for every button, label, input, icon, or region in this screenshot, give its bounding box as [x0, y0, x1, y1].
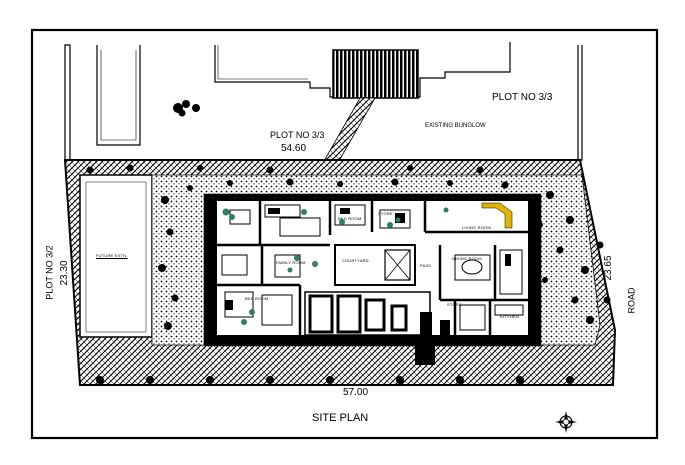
dimension-top: 54.60: [281, 143, 307, 154]
side-plot: [79, 174, 153, 338]
room-label-bed-2: BED ROOM: [245, 296, 269, 301]
plot-label-left: PLOT NO 3/2: [44, 245, 55, 300]
house-plan: [203, 193, 542, 365]
room-label-living: LIVING ROOM: [462, 225, 491, 230]
garden-trees: [86, 164, 611, 384]
stair-block: [332, 49, 419, 99]
tree-cluster: [173, 100, 200, 117]
room-label-kitchen: KITCHEN: [500, 314, 519, 319]
room-label-store: STORE: [447, 302, 462, 307]
room-label-bed-1: BED ROOM: [338, 216, 362, 221]
room-label-side: FUTURE EXTN.: [96, 253, 128, 258]
plot-label-top-left: PLOT NO 3/3: [270, 130, 325, 140]
existing-bunglow-label: EXISTING BUNGLOW: [425, 123, 486, 129]
plot-label-top-right: PLOT NO 3/3: [492, 92, 553, 103]
road-label: ROAD: [626, 287, 637, 314]
dimension-right: 23.65: [603, 255, 614, 281]
dimension-left: 23.30: [59, 260, 70, 286]
room-label-store-2: STORE: [378, 211, 393, 216]
drawing-title: SITE PLAN: [312, 412, 369, 424]
sofa: [481, 202, 513, 229]
sheet-border: [30, 28, 659, 440]
room-label-courtyard: COURTYARD: [342, 258, 369, 263]
walkway: [319, 97, 376, 169]
room-label-pass: PASS.: [420, 263, 433, 268]
dimension-bottom: 57.00: [343, 387, 369, 398]
compass-star-icon: [555, 411, 577, 433]
room-label-dining: DINING ROOM: [452, 256, 482, 261]
room-label-family: FAMILY ROOM: [276, 260, 306, 265]
